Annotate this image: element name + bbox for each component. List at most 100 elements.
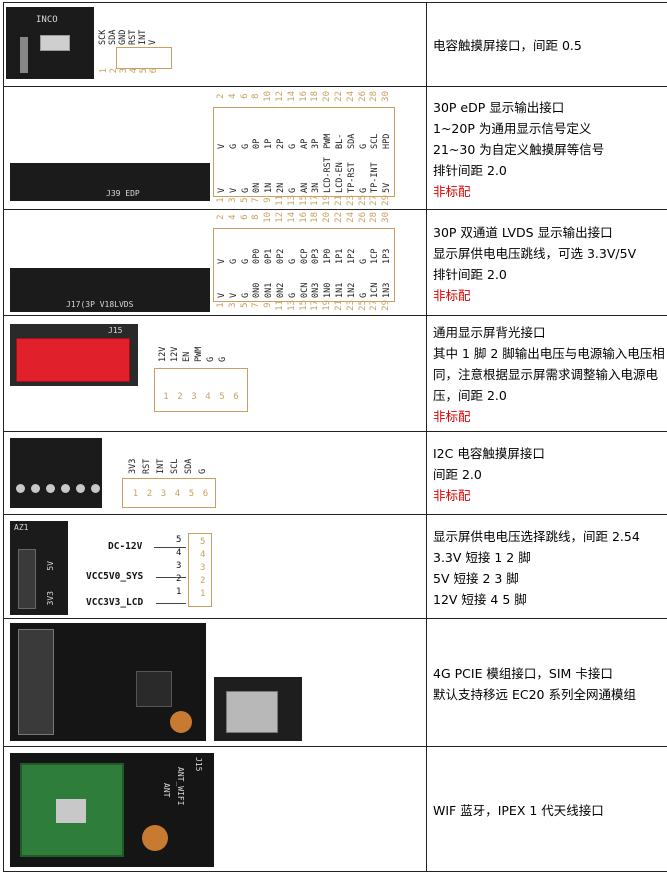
pin-number: 13 xyxy=(287,195,299,206)
module-chip xyxy=(136,671,172,707)
pin-number: 14 xyxy=(287,212,299,223)
pin-number: 19 xyxy=(322,195,334,206)
pin-number: 2 xyxy=(144,489,155,499)
pin-label: 1CN xyxy=(370,266,382,298)
pin-number: 4 xyxy=(200,550,205,563)
pin-number: 14 xyxy=(287,91,299,102)
pin-label: 3V3 xyxy=(128,436,139,474)
pin-label: 0P xyxy=(252,109,264,149)
pin-number: 3 xyxy=(228,195,240,206)
pin-label: AN xyxy=(300,151,312,193)
desc-line: 显示屏供电电压跳线，可选 3.3V/5V xyxy=(433,243,667,264)
pin-label: LCD-RST xyxy=(323,151,335,193)
pin-number: 21 xyxy=(334,195,346,206)
row4-desc: 通用显示屏背光接口 其中 1 脚 2 脚输出电压与电源输入电压相同，注意根据显示… xyxy=(427,316,667,432)
silk-label: J17(3P V18LVDS xyxy=(66,300,133,309)
pin-number: 5 xyxy=(176,535,181,548)
sim-slot-photo xyxy=(214,677,302,741)
pin-label: 1P2 xyxy=(347,230,359,264)
pin-number: 6 xyxy=(240,91,252,102)
fpc-latch xyxy=(20,37,28,73)
pin-numbers: 1 2 3 4 5 6 xyxy=(99,68,159,73)
ipex-connector xyxy=(142,825,168,851)
pin-number: 10 xyxy=(263,212,275,223)
pin-number: 17 xyxy=(310,195,322,206)
desc-line: 4G PCIE 模组接口，SIM 卡接口 xyxy=(433,663,667,684)
pin-label: V xyxy=(229,151,241,193)
not-standard-note: 非标配 xyxy=(433,406,667,427)
pad xyxy=(46,484,55,493)
net-label: VCC3V3_LCD xyxy=(86,597,143,608)
pin-number: 10 xyxy=(263,91,275,102)
pin-number: 22 xyxy=(334,212,346,223)
pin-label: 1N xyxy=(264,151,276,193)
pin-number: 2 xyxy=(216,212,228,223)
table-row: AZ1 5V 3V3 DC-12V VCC5V0_SYS VCC3V3_LCD … xyxy=(4,515,667,619)
pin-number: 15 xyxy=(299,195,311,206)
backlight-connector-photo: J15 xyxy=(10,324,138,386)
pin-number: 19 xyxy=(322,300,334,311)
pin-number: 5 xyxy=(216,392,228,402)
pin-label: 0CP xyxy=(300,230,312,264)
pin-number: 26 xyxy=(358,91,370,102)
pin-label: 5V xyxy=(382,151,394,193)
pin-label: 1N3 xyxy=(382,266,394,298)
row8-desc: WIF 蓝牙，IPEX 1 代天线接口 xyxy=(427,747,667,872)
pin-label: RST xyxy=(142,436,153,474)
pin-number: 4 xyxy=(202,392,214,402)
table-row: 4G PCIE 模组接口，SIM 卡接口 默认支持移远 EC20 系列全网通模组 xyxy=(4,619,667,747)
pin-number: 1 xyxy=(160,392,172,402)
row3-desc: 30P 双通道 LVDS 显示输出接口 显示屏供电电压跳线，可选 3.3V/5V… xyxy=(427,210,667,316)
pin-label: 0P0 xyxy=(252,230,264,264)
silk-label: INCO xyxy=(36,15,58,25)
desc-line: 30P 双通道 LVDS 显示输出接口 xyxy=(433,222,667,243)
desc-line: 显示屏供电电压选择跳线，间距 2.54 xyxy=(433,526,667,547)
pin-number: 23 xyxy=(346,195,358,206)
pin-number: 3 xyxy=(200,563,205,576)
pad xyxy=(91,484,100,493)
pin-labels: 12V 12V EN PWM G G xyxy=(158,320,228,362)
pin-label: G xyxy=(241,109,253,149)
silk-label: ANT_WIFI xyxy=(176,767,185,806)
pin-label: G xyxy=(229,230,241,264)
pin-number: 8 xyxy=(251,91,263,102)
pin-label: V xyxy=(229,266,241,298)
silk-label: ANT xyxy=(162,783,171,797)
pin-number: 28 xyxy=(369,91,381,102)
pin-label: V xyxy=(217,151,229,193)
pin-label: G xyxy=(198,436,209,474)
pin-number: 11 xyxy=(275,195,287,206)
row5-figure: 3V3 RST INT SCL SDA G 1 2 3 4 5 6 xyxy=(4,432,427,515)
jumper-pins xyxy=(18,549,36,609)
pin-number: 3 xyxy=(176,561,181,574)
desc-line: 30P eDP 显示输出接口 xyxy=(433,97,667,118)
desc-line: I2C 电容触摸屏接口 xyxy=(433,443,667,464)
net-label: DC-12V xyxy=(108,541,142,552)
pin-number: 4 xyxy=(228,91,240,102)
silk-label: J15 xyxy=(108,326,122,335)
pin-label: G xyxy=(359,266,371,298)
pin-number: 30 xyxy=(381,91,393,102)
row6-desc: 显示屏供电电压选择跳线，间距 2.54 3.3V 短接 1 2 脚 5V 短接 … xyxy=(427,515,667,619)
pin-label: SCK xyxy=(98,7,107,45)
pin-label: G xyxy=(241,151,253,193)
lvds-header-photo: J17(3P V18LVDS xyxy=(10,268,210,312)
wire xyxy=(156,603,186,604)
pin-label: 1N0 xyxy=(323,266,335,298)
desc-line: 12V 短接 4 5 脚 xyxy=(433,589,667,610)
pin-label: AP xyxy=(300,109,312,149)
pin-label: INT xyxy=(138,7,147,45)
pin-number: 5 xyxy=(200,537,205,550)
pin-label: 1P1 xyxy=(335,230,347,264)
silk-label: 3V3 xyxy=(46,591,55,605)
silk-label: J39 EDP xyxy=(106,189,140,198)
pin-number: 16 xyxy=(299,212,311,223)
red-connector xyxy=(16,338,130,382)
pad xyxy=(76,484,85,493)
